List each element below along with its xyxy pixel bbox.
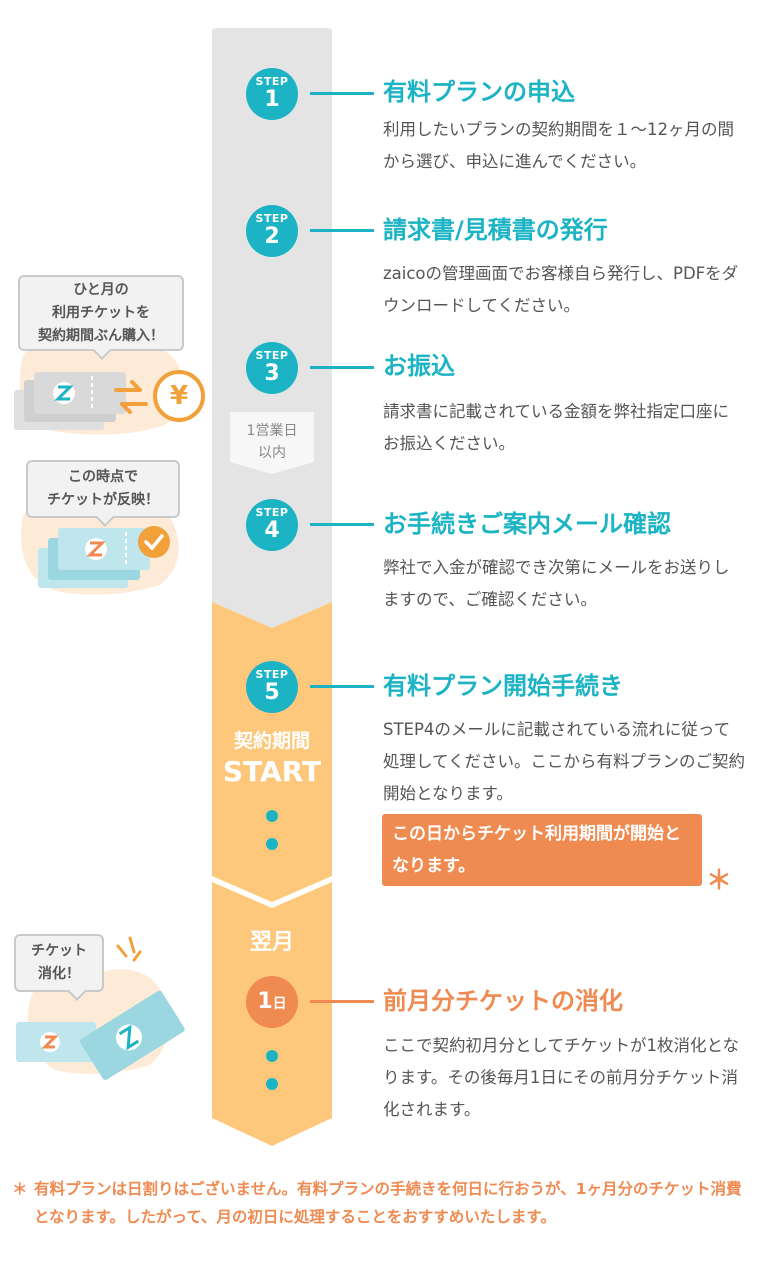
consume-bubble: チケット 消化！ bbox=[14, 934, 104, 1001]
reflect-bubble-line: この時点で bbox=[68, 469, 138, 485]
column-dot bbox=[266, 1050, 278, 1062]
final-step-title: 前月分チケットの消化 bbox=[383, 987, 623, 1015]
reflect-bubble: この時点で チケットが反映！ bbox=[26, 460, 180, 527]
step-5-badge: STEP 5 bbox=[246, 661, 298, 713]
contract-start-label: 契約期間 START bbox=[212, 728, 332, 790]
column-gray-section bbox=[212, 28, 332, 628]
ticket-icon bbox=[14, 372, 126, 430]
step-3-title: お振込 bbox=[383, 352, 455, 380]
step-connector bbox=[310, 523, 374, 526]
step-label: STEP bbox=[255, 75, 289, 88]
check-icon bbox=[138, 526, 170, 558]
step-connector bbox=[310, 366, 374, 369]
day-number: 1 bbox=[257, 989, 273, 1014]
purchase-bubble: ひと月の 利用チケットを 契約期間ぶん購入！ bbox=[18, 275, 184, 360]
ticket-icon bbox=[80, 990, 185, 1080]
step-1-desc: 利用したいプランの契約期間を１〜12ヶ月の間から選び、申込に進んでください。 bbox=[383, 120, 734, 171]
start-label: START bbox=[222, 755, 322, 788]
ticket-icon bbox=[16, 1022, 96, 1062]
day-unit: 日 bbox=[272, 996, 287, 1012]
step-4-badge: STEP 4 bbox=[246, 499, 298, 551]
step-label: STEP bbox=[255, 349, 289, 362]
final-step-desc: ここで契約初月分としてチケットが1枚消化となります。その後毎月1日にその前月分チ… bbox=[383, 1036, 740, 1119]
footnote: ＊ 有料プランは日割りはございません。有料プランの手続きを何日に行おうが、1ヶ月… bbox=[12, 1175, 742, 1231]
step-2-badge: STEP 2 bbox=[246, 205, 298, 257]
step-4-title: お手続きご案内メール確認 bbox=[383, 510, 671, 538]
step-label: STEP bbox=[255, 212, 289, 225]
ticket-period-start-note: この日からチケット利用期間が開始となります。 bbox=[382, 814, 702, 886]
column-yellow-section-1 bbox=[212, 602, 332, 902]
business-day-line: 以内 bbox=[258, 445, 286, 461]
reflect-bubble-line: チケットが反映！ bbox=[47, 492, 159, 508]
consume-bubble-line: 消化！ bbox=[38, 966, 80, 982]
business-day-arrow bbox=[230, 412, 314, 474]
step-number: 5 bbox=[264, 680, 280, 705]
ticket-icon bbox=[38, 528, 150, 588]
purchase-bubble-line: ひと月の bbox=[73, 282, 129, 298]
exchange-arrows-icon bbox=[114, 380, 148, 414]
step-number: 4 bbox=[264, 518, 280, 543]
step-connector bbox=[310, 92, 374, 95]
sparkle-icon bbox=[116, 936, 142, 962]
step-number: 3 bbox=[264, 361, 280, 386]
business-day-label: 1営業日 以内 bbox=[230, 420, 314, 464]
step-number: 1 bbox=[264, 87, 280, 112]
step-connector bbox=[310, 1000, 374, 1003]
consume-bubble-line: チケット bbox=[31, 943, 87, 959]
next-month-label: 翌月 bbox=[249, 930, 294, 955]
step-connector bbox=[310, 685, 374, 688]
step-label: STEP bbox=[255, 668, 289, 681]
step-5-title: 有料プラン開始手続き bbox=[383, 672, 623, 700]
column-dot bbox=[266, 810, 278, 822]
asterisk-mark: ＊ bbox=[706, 866, 733, 896]
yen-glyph: ¥ bbox=[169, 381, 189, 411]
step-connector bbox=[310, 229, 374, 232]
business-day-line: 1営業日 bbox=[246, 423, 298, 439]
day-one-badge: 1日 bbox=[246, 976, 298, 1028]
step-1-title: 有料プランの申込 bbox=[383, 78, 575, 106]
step-label: STEP bbox=[255, 506, 289, 519]
step-3-badge: STEP 3 bbox=[246, 342, 298, 394]
footnote-text: 有料プランは日割りはございません。有料プランの手続きを何日に行おうが、1ヶ月分の… bbox=[34, 1180, 742, 1226]
contract-label: 契約期間 bbox=[233, 730, 310, 752]
step-number: 2 bbox=[264, 224, 280, 249]
column-dot bbox=[266, 1078, 278, 1090]
step-2-title: 請求書/見積書の発行 bbox=[383, 216, 608, 244]
purchase-bubble-line: 契約期間ぶん購入！ bbox=[38, 328, 164, 344]
yen-coin-icon bbox=[153, 370, 205, 422]
step-1-badge: STEP 1 bbox=[246, 68, 298, 120]
step-5-desc: STEP4のメールに記載されている流れに従って処理してください。ここから有料プラ… bbox=[383, 720, 746, 803]
step-4-desc: 弊社で入金が確認でき次第にメールをお送りしますので、ご確認ください。 bbox=[383, 558, 730, 609]
step-3-desc: 請求書に記載されている金額を弊社指定口座にお振込ください。 bbox=[383, 402, 730, 453]
purchase-bubble-line: 利用チケットを bbox=[52, 305, 150, 321]
footnote-mark: ＊ bbox=[12, 1180, 28, 1198]
step-2-desc: zaicoの管理画面でお客様自ら発行し、PDFをダウンロードしてください。 bbox=[383, 264, 739, 315]
column-dot bbox=[266, 838, 278, 850]
